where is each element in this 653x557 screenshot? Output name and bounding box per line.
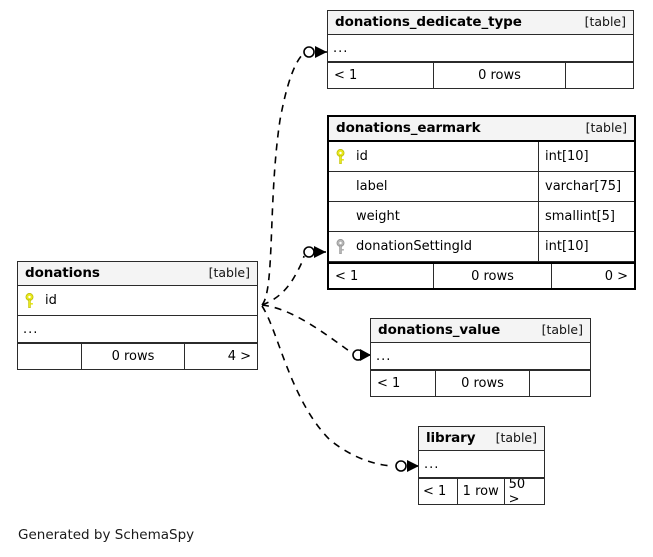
table-node-donations[interactable]: donations [table] id ... 0 rows 4 (17, 261, 258, 370)
table-kind-label: [table] (584, 14, 626, 29)
footer-parents-count[interactable]: < 1 (334, 68, 358, 83)
footer-children-count[interactable]: 4 > (184, 344, 257, 369)
table-node-donations-earmark[interactable]: donations_earmark [table] id int[10] (327, 115, 636, 290)
column-name-cell: weight (329, 209, 538, 224)
table-column-row[interactable]: id (18, 286, 257, 316)
table-kind-label: [table] (208, 265, 250, 280)
table-kind-label: [table] (585, 120, 627, 135)
table-column-row[interactable]: donationSettingId int[10] (329, 232, 634, 262)
table-column-row[interactable]: weight smallint[5] (329, 202, 634, 232)
table-title: donations_earmark (336, 120, 481, 136)
footer-parents-count[interactable] (18, 344, 81, 369)
table-footer: < 1 0 rows (371, 370, 590, 396)
table-header: donations [table] (18, 262, 257, 286)
table-ellipsis-row: ... (419, 451, 544, 478)
edge-donations-to-donations-dedicate-type (261, 46, 327, 306)
primary-key-icon (336, 148, 349, 165)
column-type-cell: int[10] (538, 142, 634, 171)
table-ellipsis-row: ... (371, 343, 590, 370)
column-name-cell: id (18, 292, 257, 309)
table-node-donations-value[interactable]: donations_value [table] ... < 1 0 rows (370, 318, 591, 397)
column-name-cell: donationSettingId (329, 238, 538, 255)
footer-children-count[interactable] (565, 63, 633, 88)
column-name-text: weight (356, 209, 400, 224)
footer-row-count: 0 rows (81, 344, 184, 369)
primary-key-icon (25, 292, 38, 309)
table-footer: 0 rows 4 > (18, 343, 257, 369)
table-title: donations (25, 265, 100, 281)
footer-parents-count[interactable]: < 1 (377, 376, 401, 391)
table-kind-label: [table] (495, 430, 537, 445)
footer-children-count[interactable]: 0 > (551, 264, 634, 288)
footer-row-count: 1 row (456, 479, 504, 504)
table-kind-label: [table] (541, 322, 583, 337)
table-footer: < 1 1 row 50 > (419, 478, 544, 504)
schemaspy-credit-text: Generated by SchemaSpy (18, 527, 195, 543)
table-ellipsis-row: ... (18, 316, 257, 343)
edge-donations-to-donations-value (261, 304, 371, 361)
table-node-donations-dedicate-type[interactable]: donations_dedicate_type [table] ... < 1 … (327, 10, 634, 89)
footer-parents-count[interactable]: < 1 (335, 268, 359, 284)
column-type-cell: varchar[75] (538, 172, 634, 201)
table-header: donations_earmark [table] (329, 117, 634, 142)
column-name-cell: label (329, 179, 538, 194)
table-header: donations_dedicate_type [table] (328, 11, 633, 35)
footer-parents-count[interactable]: < 1 (423, 484, 447, 499)
column-name-text: id (45, 293, 57, 308)
foreign-key-icon (336, 238, 349, 255)
footer-row-count: 0 rows (435, 371, 529, 396)
table-header: library [table] (419, 427, 544, 451)
table-title: library (426, 430, 476, 446)
footer-row-count: 0 rows (433, 63, 565, 88)
footer-children-count[interactable]: 50 > (503, 479, 544, 504)
table-ellipsis-row: ... (328, 35, 633, 62)
column-name-cell: id (329, 148, 538, 165)
column-type-cell: smallint[5] (538, 202, 634, 231)
table-column-row[interactable]: id int[10] (329, 142, 634, 172)
column-name-text: id (356, 149, 368, 164)
column-name-text: donationSettingId (356, 239, 472, 254)
table-header: donations_value [table] (371, 319, 590, 343)
table-column-row[interactable]: label varchar[75] (329, 172, 634, 202)
column-name-text: label (356, 179, 388, 194)
footer-children-count[interactable] (529, 371, 590, 396)
table-title: donations_value (378, 322, 501, 338)
footer-row-count: 0 rows (433, 264, 551, 288)
column-type-cell: int[10] (538, 232, 634, 261)
table-footer: < 1 0 rows 0 > (329, 262, 634, 288)
edge-donations-to-donations-earmark (261, 246, 326, 306)
table-title: donations_dedicate_type (335, 14, 522, 30)
table-footer: < 1 0 rows (328, 62, 633, 88)
table-node-library[interactable]: library [table] ... < 1 1 row 50 > (418, 426, 545, 505)
